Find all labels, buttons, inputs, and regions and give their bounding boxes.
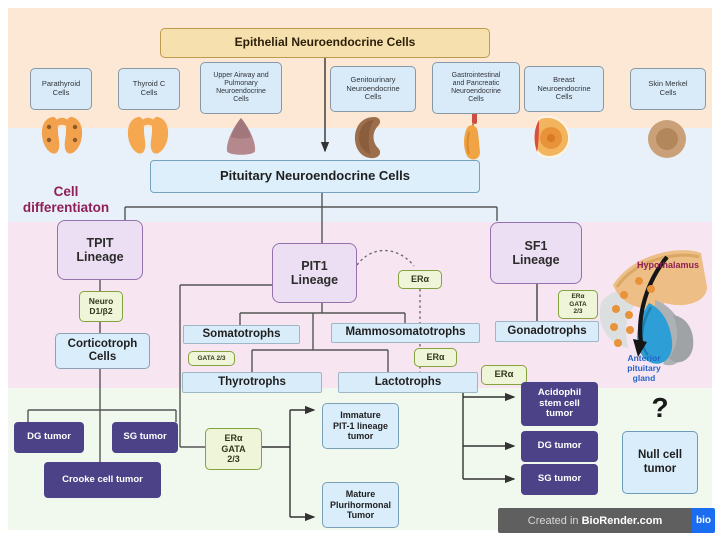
pituitary-neuroendocrine-box: Pituitary Neuroendocrine Cells — [150, 160, 480, 193]
crooke-cell-tumor-box: Crooke cell tumor — [44, 462, 161, 498]
era-box-pit1: ERα — [398, 270, 442, 289]
pit1-label: PIT1 Lineage — [290, 258, 339, 287]
thyroid-gland-icon — [122, 112, 174, 163]
anterior-pituitary-label: Anterior pituitary gland — [612, 350, 676, 388]
immature-tumor-label: Immature PIT-1 lineage tumor — [332, 410, 389, 442]
skin-merkel-icon — [642, 118, 692, 165]
acidophil-tumor-label: Acidophil stem cell tumor — [537, 386, 582, 420]
anterior-pituitary-text: Anterior pituitary gland — [627, 353, 661, 383]
cell-type-label: Upper Airway and Pulmonary Neuroendocrin… — [213, 71, 269, 104]
era-gata-sf1-label: ERα GATA 2/3 — [569, 292, 587, 316]
cell-type-label: Thyroid C Cells — [132, 79, 166, 97]
dg-tumor-right-box: DG tumor — [521, 431, 598, 462]
gata-2-3-box: GATA 2/3 — [188, 351, 235, 366]
tpit-label: TPIT Lineage — [76, 235, 124, 264]
biorender-logo-text: bio — [696, 515, 711, 526]
epithelial-label: Epithelial Neuroendocrine Cells — [234, 35, 416, 50]
biorender-logo: bio — [692, 508, 715, 533]
somatotrophs-box: Somatotrophs — [183, 325, 300, 344]
cell-type-label: Breast Neuroendocrine Cells — [537, 75, 591, 102]
lactotrophs-label: Lactotrophs — [374, 375, 442, 388]
unknown-origin-question-mark: ? — [645, 390, 675, 426]
era-label: ERα — [426, 352, 445, 363]
mammosomatotrophs-label: Mammosomatotrophs — [345, 326, 466, 339]
cell-type-genitourinary: Genitourinary Neuroendocrine Cells — [330, 66, 416, 112]
side-label-text: Cell differentiaton — [22, 184, 110, 215]
crooke-tumor-label: Crooke cell tumor — [62, 473, 143, 485]
corticotroph-cells-box: Corticotroph Cells — [55, 333, 150, 369]
hypothalamus-label: Hypothalamus — [628, 258, 708, 272]
era-box-lacto: ERα — [481, 365, 527, 385]
sf1-lineage-box: SF1 Lineage — [490, 222, 582, 284]
cell-type-skin-merkel: Skin Merkel Cells — [630, 68, 706, 110]
pituitary-label: Pituitary Neuroendocrine Cells — [220, 168, 410, 184]
era-box-mammo: ERα — [414, 348, 457, 367]
neuro-d1-b2-box: Neuro D1/β2 — [79, 291, 123, 322]
cell-type-label: Parathyroid Cells — [41, 79, 81, 97]
gata-2-3-label: GATA 2/3 — [197, 354, 226, 362]
dg-tumor-label: DG tumor — [27, 431, 71, 443]
cell-type-parathyroid: Parathyroid Cells — [30, 68, 92, 110]
sg-tumor-label: SG tumor — [537, 473, 582, 485]
null-cell-tumor-box: Null cell tumor — [622, 431, 698, 494]
somatotrophs-label: Somatotrophs — [202, 327, 281, 340]
watermark-bar: Created in BioRender.com — [498, 508, 692, 533]
sg-tumor-left-box: SG tumor — [112, 422, 178, 453]
mature-tumor-label: Mature Plurihormonal Tumor — [329, 489, 391, 521]
gonadotrophs-box: Gonadotrophs — [495, 321, 599, 342]
thyrotrophs-box: Thyrotrophs — [182, 372, 322, 393]
sg-tumor-label: SG tumor — [123, 431, 167, 443]
corticotroph-label: Corticotroph Cells — [67, 337, 138, 363]
acidophil-stem-cell-tumor-box: Acidophil stem cell tumor — [521, 382, 598, 426]
immature-pit1-tumor-box: Immature PIT-1 lineage tumor — [322, 403, 399, 449]
tpit-lineage-box: TPIT Lineage — [57, 220, 143, 280]
gonadotrophs-label: Gonadotrophs — [507, 324, 587, 337]
dg-tumor-label: DG tumor — [537, 440, 582, 452]
cell-type-thyroid-c: Thyroid C Cells — [118, 68, 180, 110]
cell-type-upper-airway: Upper Airway and Pulmonary Neuroendocrin… — [200, 62, 282, 114]
era-label: ERα — [410, 274, 430, 285]
lactotrophs-box: Lactotrophs — [338, 372, 478, 393]
thyrotrophs-label: Thyrotrophs — [218, 375, 286, 388]
era-gata-box-pit1-bottom: ERα GATA 2/3 — [205, 428, 262, 470]
dg-tumor-left-box: DG tumor — [14, 422, 84, 453]
mature-plurihormonal-tumor-box: Mature Plurihormonal Tumor — [322, 482, 399, 528]
pancreas-icon — [452, 110, 492, 167]
parathyroid-gland-icon — [36, 112, 88, 163]
hypothalamus-text: Hypothalamus — [636, 259, 699, 270]
cell-type-label: Skin Merkel Cells — [648, 79, 688, 97]
epithelial-neuroendocrine-box: Epithelial Neuroendocrine Cells — [160, 28, 490, 58]
airway-lung-icon — [218, 115, 264, 164]
cell-type-label: Gastrointestinal and Pancreatic Neuroend… — [451, 71, 501, 104]
watermark-prefix: Created in — [527, 514, 582, 527]
era-label: ERα — [494, 368, 514, 380]
cell-type-breast: Breast Neuroendocrine Cells — [524, 66, 604, 112]
pituitary-gland-illustration — [593, 245, 715, 400]
sg-tumor-right-box: SG tumor — [521, 464, 598, 495]
cell-differentiation-label: Cell differentiaton — [8, 180, 124, 220]
era-gata-pit1-label: ERα GATA 2/3 — [221, 433, 246, 465]
breast-icon — [524, 113, 574, 166]
mammosomatotrophs-box: Mammosomatotrophs — [331, 323, 480, 343]
null-cell-tumor-label: Null cell tumor — [637, 449, 683, 475]
cell-type-label: Genitourinary Neuroendocrine Cells — [346, 75, 400, 102]
question-mark-text: ? — [651, 391, 669, 423]
pit1-lineage-box: PIT1 Lineage — [272, 243, 357, 303]
cell-type-gastrointestinal: Gastrointestinal and Pancreatic Neuroend… — [432, 62, 520, 114]
watermark-brand: BioRender.com — [581, 514, 663, 527]
neuro-d1-b2-label: Neuro D1/β2 — [88, 295, 114, 316]
sf1-label: SF1 Lineage — [512, 238, 560, 267]
kidney-icon — [350, 114, 394, 165]
era-gata-box-sf1: ERα GATA 2/3 — [558, 290, 598, 319]
